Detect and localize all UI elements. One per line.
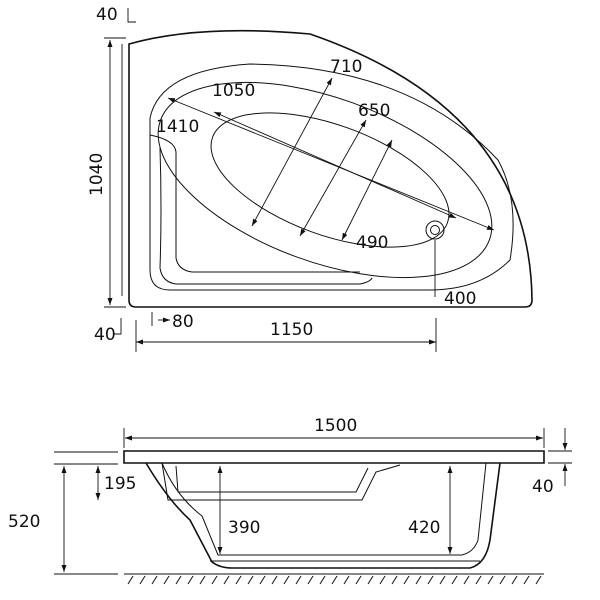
label-rim-thickness: 40 [532,477,554,497]
side-rim [123,450,545,464]
side-view: 1500 195 520 390 420 40 [8,416,572,585]
label-bottom-offset: 40 [94,325,116,345]
dim-line-710 [251,77,333,227]
label-side-offset: 80 [172,312,194,332]
label-waste-offset: 400 [444,289,476,309]
label-overall-length: 1500 [314,416,357,436]
label-inner-diagonal: 1410 [156,117,199,137]
rim-inner-edge [149,63,514,291]
dim-line-1050 [213,111,457,219]
label-rim-to-seat: 195 [104,474,136,494]
label-inner-depth-right: 420 [408,518,440,538]
bowl-outer-oval [157,81,493,279]
label-floor-width: 490 [356,233,388,253]
label-outer-width: 710 [330,57,362,77]
dim-line-650 [299,119,367,237]
label-inner-depth-left: 390 [228,518,260,538]
label-top-offset: 40 [96,5,118,25]
dim-line-490 [341,139,393,241]
seat-area [159,147,373,285]
label-overall-height: 520 [8,512,40,532]
label-side-length: 1150 [270,320,313,340]
ground-hatching [127,575,542,585]
side-shell-inner [161,462,487,556]
label-depth: 1040 [87,153,107,196]
plan-view: 40 1040 1410 1050 710 650 490 400 40 80 … [87,5,533,352]
label-inner-width: 650 [358,101,390,121]
label-bowl-length: 1050 [212,81,255,101]
bath-outline [128,29,533,308]
bowl-inner-oval [210,112,450,248]
seat-curve [149,134,177,153]
drain-icon [425,220,445,240]
side-seat-step [161,462,401,501]
dim-line-1410 [167,97,495,231]
side-shell-outer [145,462,501,569]
